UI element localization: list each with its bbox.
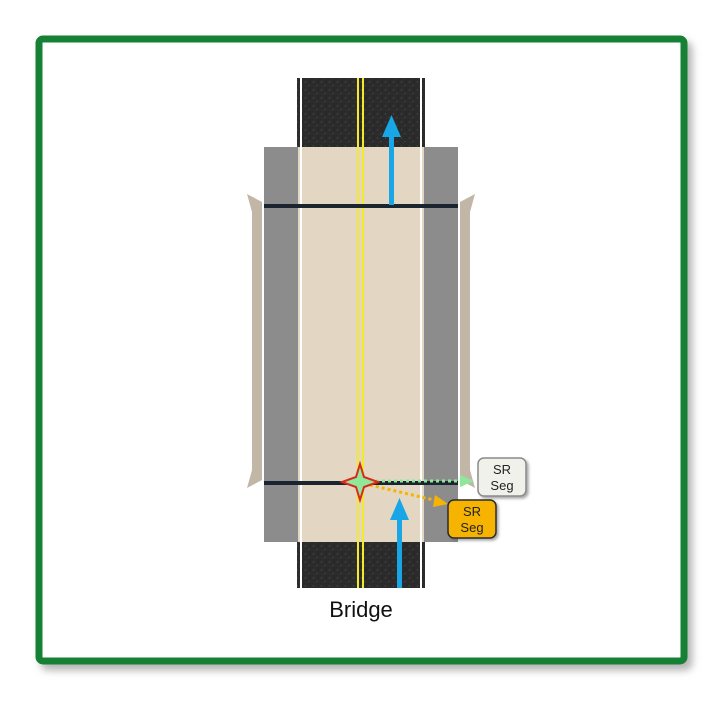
traffic-arrow-icon [390,498,409,588]
bridge-rail-right [460,194,475,488]
callout-white-line1: SR [493,462,511,477]
bridge-rail-left [247,194,262,488]
connector-arrowhead-orange [433,495,448,507]
intersection-star-icon [339,460,381,504]
edge-line-left [300,78,302,588]
centerline-left [357,78,359,588]
sr-seg-callout-white [477,457,527,497]
bridge-joint-top [264,204,458,208]
sr-seg-callout-orange [447,499,497,539]
connector-arrowhead-white [460,475,474,487]
edge-line-right [420,78,422,588]
callout-white-line2: Seg [490,478,513,493]
traffic-arrow-icon [382,115,401,205]
diagram-caption: Bridge [329,597,393,622]
bridge-shoulder-right [424,147,458,542]
bridge-shoulder-left [264,147,298,542]
centerline-right [362,78,364,588]
callout-orange-line1: SR [463,504,481,519]
callout-orange-line2: Seg [460,520,483,535]
